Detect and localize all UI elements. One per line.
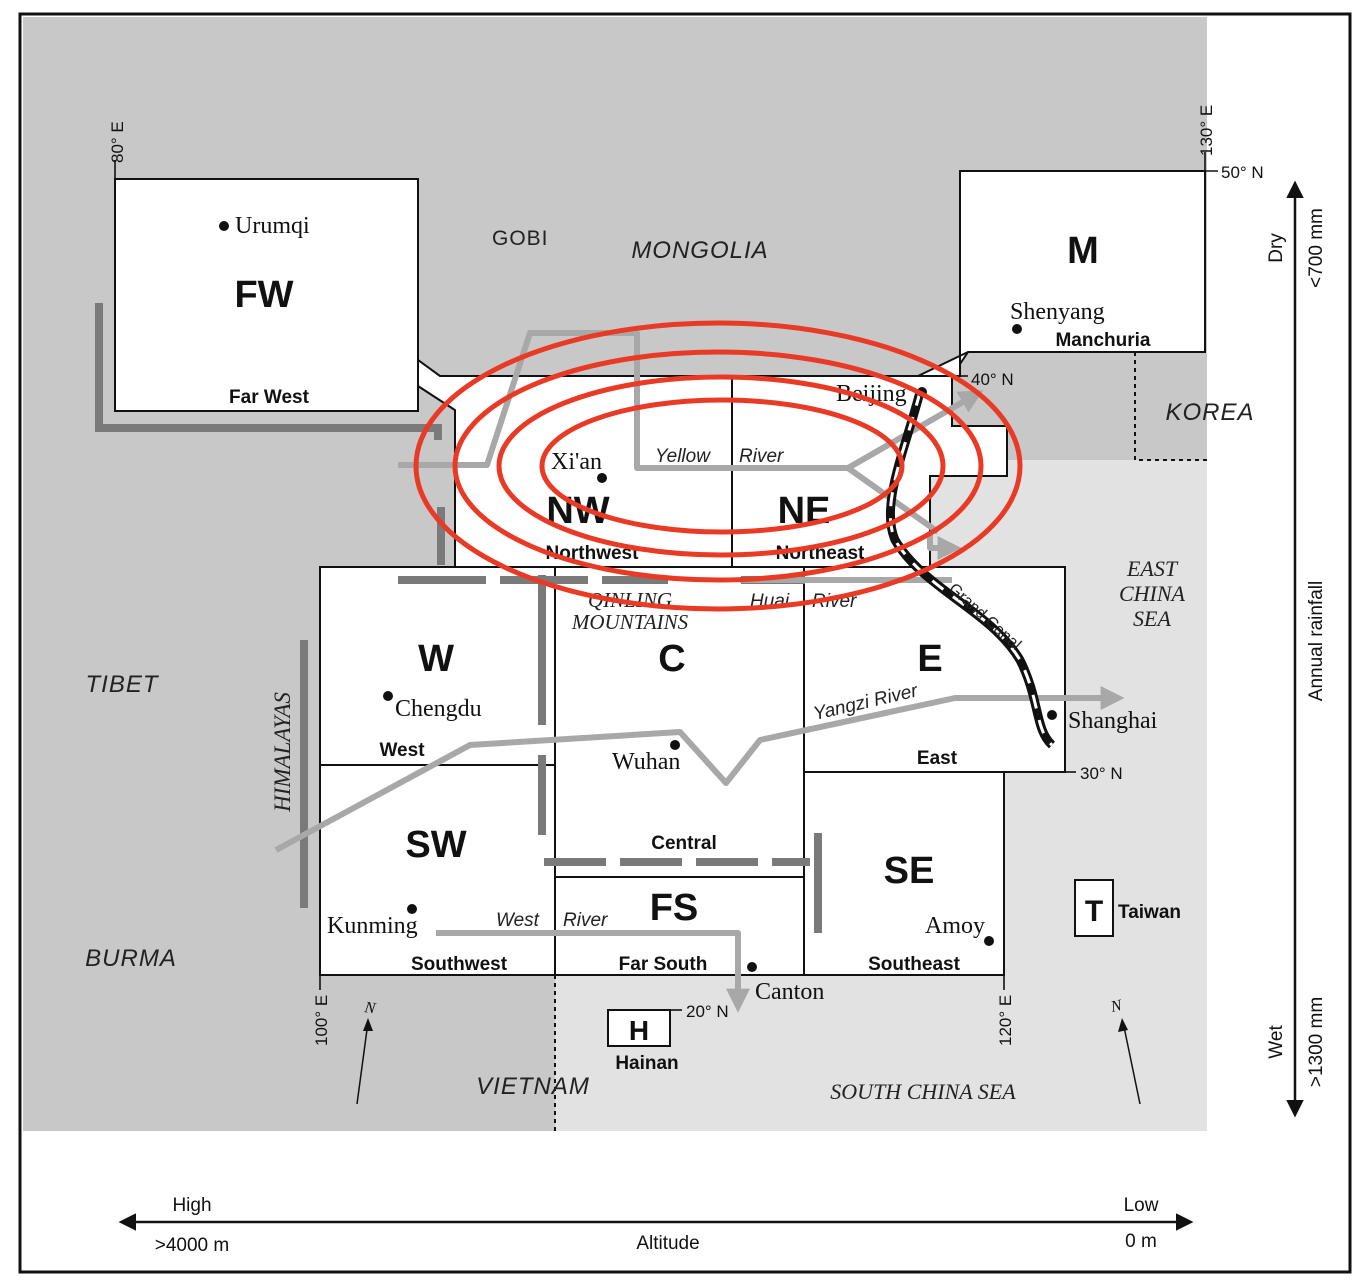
region-h-label: Hainan — [615, 1053, 678, 1074]
region-h-box — [607, 1009, 671, 1047]
lon130-lat50-tick — [1204, 152, 1218, 172]
highlight-ellipse-4 — [539, 397, 905, 535]
north-label-right: N — [1108, 997, 1124, 1016]
highlight-ellipses — [413, 320, 1023, 612]
altitude-axis-title: Altitude — [636, 1233, 699, 1254]
lon100-label: 100° E — [312, 995, 331, 1046]
chengdu-label: Chengdu — [395, 696, 482, 722]
scs-label: SOUTH CHINA SEA — [830, 1079, 1016, 1104]
rainfall-dry-value: <700 mm — [1306, 208, 1327, 288]
barrier-tianshan — [95, 303, 442, 440]
kunming-dot — [407, 904, 417, 914]
canton-label: Canton — [755, 979, 824, 1005]
altitude-high-label: High — [172, 1195, 211, 1216]
ecs-label-2: CHINA — [1119, 581, 1186, 606]
altitude-low-value: 0 m — [1125, 1231, 1157, 1252]
lat50-label: 50° N — [1221, 163, 1264, 182]
region-se-code: SE — [884, 850, 935, 892]
region-w-label: West — [379, 740, 425, 761]
ecs-label-3: SEA — [1133, 606, 1171, 631]
rainfall-dry-label: Dry — [1266, 233, 1287, 263]
region-sw-label: Southwest — [411, 954, 508, 975]
region-t-box — [1074, 879, 1114, 937]
north-label-left: N — [362, 999, 377, 1018]
highlight-ellipse-1 — [413, 320, 1023, 612]
north-arrow-right-icon: N — [1108, 997, 1141, 1105]
altitude-low-label: Low — [1124, 1195, 1159, 1216]
urumqi-dot — [219, 221, 229, 231]
urumqi-label: Urumqi — [235, 213, 310, 239]
shanghai-label: Shanghai — [1068, 708, 1158, 734]
region-w-code: W — [418, 638, 454, 680]
himalayas-label: HIMALAYAS — [270, 692, 295, 813]
xian-label: Xi'an — [551, 449, 602, 475]
region-w-box — [319, 566, 556, 766]
lon80-label: 80° E — [108, 121, 127, 163]
region-c-code: C — [658, 638, 685, 680]
west-river — [436, 930, 750, 1013]
region-t-label: Taiwan — [1118, 902, 1181, 923]
region-e-label: East — [917, 748, 958, 769]
region-se-label: Southeast — [868, 954, 961, 975]
shenyang-label: Shenyang — [1010, 299, 1105, 325]
region-fw-code: FW — [234, 274, 293, 316]
mongolia-label: MONGOLIA — [631, 237, 768, 264]
region-sw-code: SW — [405, 824, 466, 866]
region-fw-label: Far West — [229, 387, 310, 408]
region-t-code: T — [1085, 895, 1103, 928]
yellow-river-label-2: River — [739, 446, 784, 467]
lat20-label: 20° N — [686, 1002, 729, 1021]
altitude-high-value: >4000 m — [155, 1235, 229, 1256]
shenyang-dot — [1012, 324, 1022, 334]
west-river-label-2: River — [563, 910, 608, 931]
yellow-river-label-1: Yellow — [655, 446, 711, 467]
region-fs-code: FS — [650, 887, 699, 929]
tibet-label: TIBET — [85, 671, 159, 698]
xian-dot — [597, 473, 607, 483]
huai-river-mouth — [927, 532, 962, 560]
region-fw-box — [114, 178, 419, 412]
qinling-label-2: MOUNTAINS — [571, 610, 689, 634]
rainfall-axis-title: Annual rainfall — [1306, 581, 1327, 701]
canton-dot — [747, 962, 757, 972]
kunming-label: Kunming — [327, 913, 418, 939]
chengdu-dot — [383, 691, 393, 701]
amoy-dot — [984, 936, 994, 946]
region-m-code: M — [1067, 230, 1099, 272]
grand-canal-pattern — [888, 391, 1054, 747]
region-h-code: H — [629, 1015, 649, 1046]
region-m-label: Manchuria — [1055, 330, 1150, 351]
gobi-label: GOBI — [492, 227, 549, 250]
ecs-label-1: EAST — [1126, 556, 1179, 581]
region-c-label: Central — [651, 833, 716, 854]
region-sw-box — [319, 764, 556, 976]
burma-label: BURMA — [85, 945, 177, 972]
rainfall-wet-label: Wet — [1266, 1025, 1287, 1059]
rainfall-wet-value: >1300 mm — [1306, 997, 1327, 1087]
region-c-box — [554, 566, 805, 878]
korea-border — [1134, 352, 1207, 461]
wuhan-dot — [670, 740, 680, 750]
lat40-label: 40° N — [971, 370, 1014, 389]
lon130-label: 130° E — [1197, 105, 1216, 156]
yangzi-river — [274, 686, 1125, 853]
vietnam-label: VIETNAM — [476, 1073, 590, 1100]
korea-label: KOREA — [1165, 399, 1254, 426]
shanghai-dot — [1047, 710, 1057, 720]
region-fs-box — [554, 876, 805, 976]
lon120-label: 120° E — [996, 995, 1015, 1046]
region-fs-label: Far South — [619, 954, 708, 975]
wuhan-label: Wuhan — [612, 749, 680, 775]
lat30-label: 30° N — [1080, 764, 1123, 783]
amoy-label: Amoy — [925, 913, 985, 939]
region-se-box — [803, 771, 1005, 976]
north-arrow-left-icon: N — [356, 999, 378, 1105]
highlight-ellipse-2 — [452, 349, 984, 583]
highlight-ellipse-3 — [496, 374, 946, 558]
region-e-code: E — [917, 638, 942, 680]
west-river-label-1: West — [496, 910, 540, 931]
